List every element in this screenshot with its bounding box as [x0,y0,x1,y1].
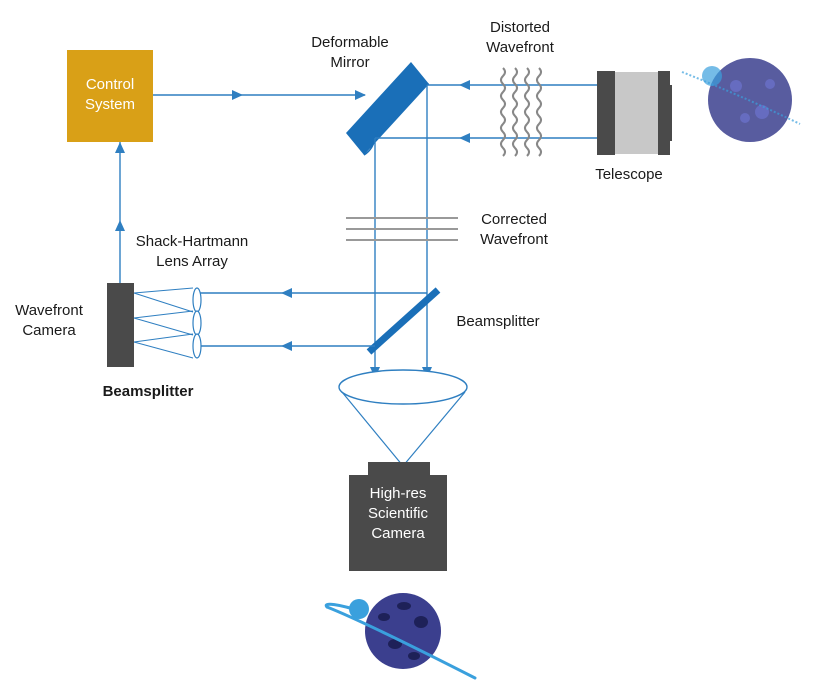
control-signal-line [153,90,366,100]
blurred-planet-icon [681,58,801,142]
wavefront-camera [107,283,134,367]
planet-icon [324,593,477,680]
beamsplitter-right-label: Beamsplitter [456,313,540,330]
high-res-camera-label-line1: High-res [369,485,427,502]
control-system-label-line1: Control [85,76,135,93]
distorted-wavefront-label: Distorted Wavefront [466,18,574,58]
incoming-beams [375,80,597,143]
high-res-camera-label-line3: Camera [371,525,425,542]
corrected-wavefront-label-line2: Wavefront [480,231,548,248]
deformable-mirror [346,62,430,156]
shack-hartmann-label-line1: Shack-Hartmann [135,233,249,250]
corrected-wavefront-label: Corrected Wavefront [460,210,568,250]
control-system-label-line2: System [84,96,135,113]
distorted-wavefront-label-line2: Wavefront [486,39,554,56]
high-res-scientific-camera [349,462,447,571]
deformable-mirror-label-line1: Deformable [311,34,389,51]
telescope-label: Telescope [595,166,663,183]
wavefront-camera-label-line2: Camera [22,322,76,339]
control-system-label: Control System [67,75,153,115]
deformable-mirror-label-line2: Mirror [330,54,370,71]
distorted-wavefront [500,67,542,157]
lenslet-focus-rays [133,287,194,359]
distorted-wavefront-label-line1: Distorted [489,19,551,36]
wavefront-camera-label: Wavefront Camera [4,301,94,341]
focus-cone [341,391,466,467]
imaging-lens [338,369,468,405]
high-res-camera-label: High-res Scientific Camera [349,484,447,544]
deformable-mirror-label: Deformable Mirror [296,33,404,73]
corrected-wavefront-label-line1: Corrected [481,211,547,228]
beamsplitter-right [366,287,441,355]
beamsplitter-left-label: Beamsplitter [102,383,194,400]
control-system-box [67,50,153,142]
split-beams [197,288,427,351]
wavefront-camera-label-line1: Wavefront [15,302,83,319]
high-res-camera-label-line2: Scientific [367,505,429,522]
shack-hartmann-label-line2: Lens Array [156,253,228,270]
shack-hartmann-lens-array [192,287,202,359]
corrected-wavefront [346,217,458,241]
feedback-line [115,142,125,283]
shack-hartmann-label: Shack-Hartmann Lens Array [128,232,256,272]
telescope [597,71,672,155]
